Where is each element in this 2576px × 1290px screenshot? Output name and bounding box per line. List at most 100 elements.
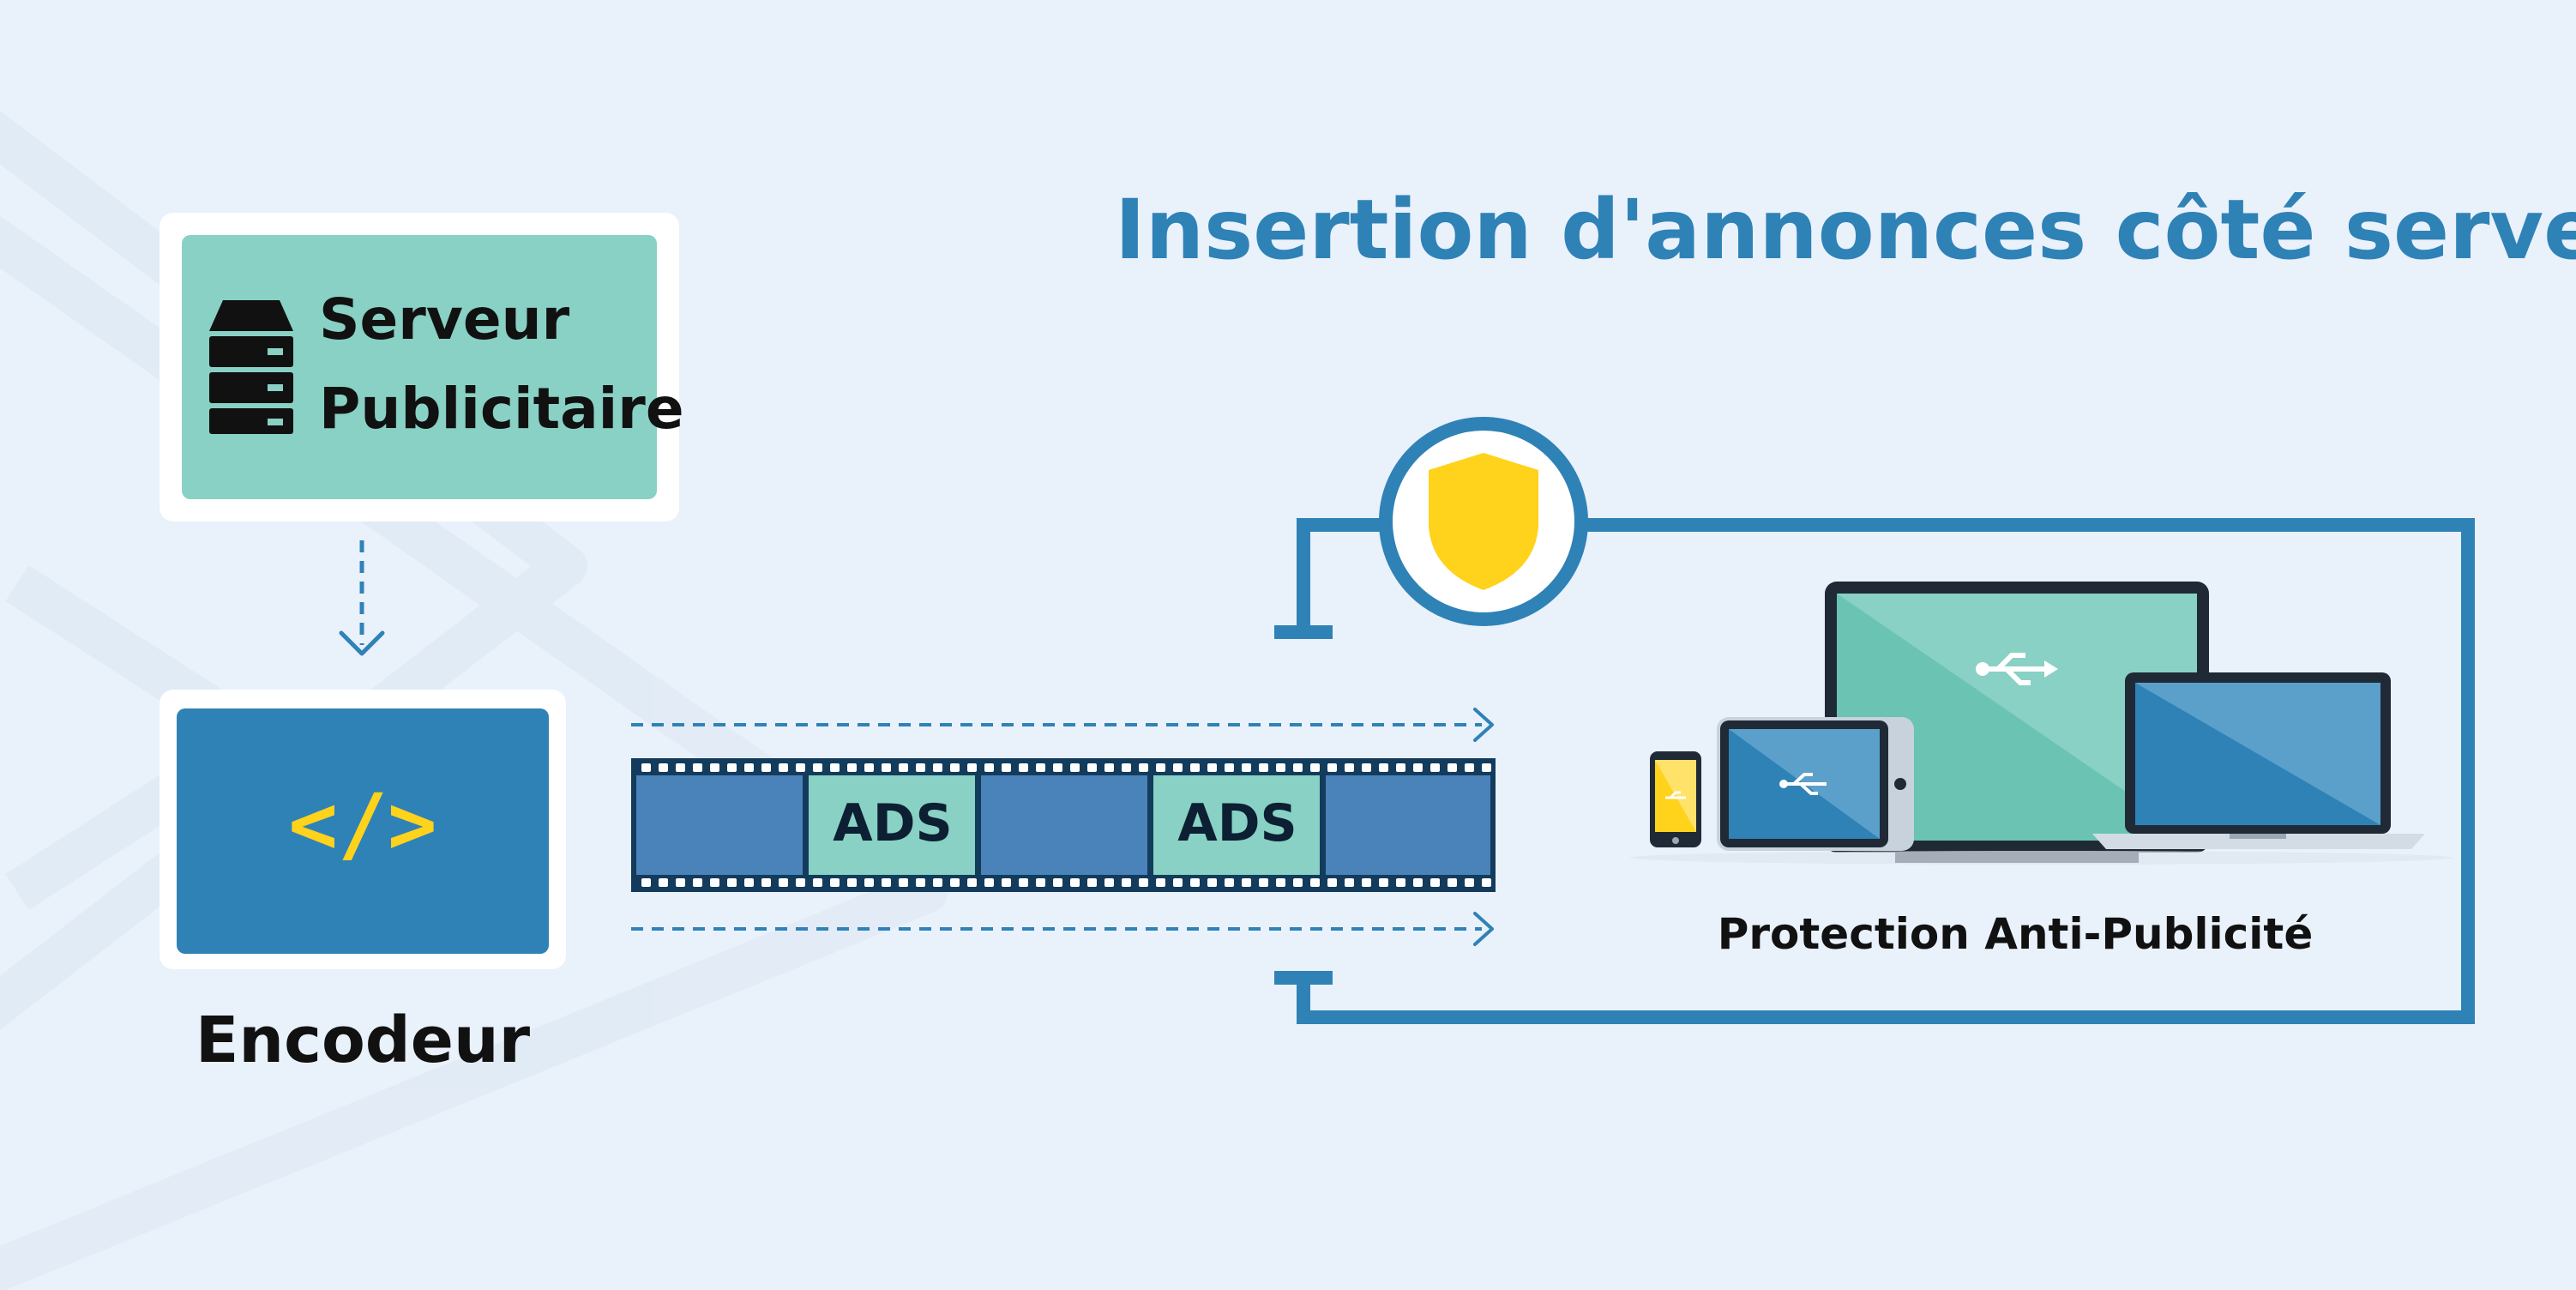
film-sprocket-hole (1293, 878, 1303, 887)
film-sprocket-hole (1276, 878, 1285, 887)
film-sprocket-hole (1413, 763, 1423, 772)
film-sprocket-hole (864, 763, 874, 772)
film-sprocket-hole (1362, 878, 1371, 887)
film-sprocket-hole (1345, 763, 1354, 772)
film-sprocket-hole (1036, 763, 1045, 772)
ad-server-to-encoder-arrow (339, 540, 385, 656)
film-sprocket-hole (984, 878, 994, 887)
film-sprocket-hole (727, 878, 737, 887)
film-sprocket-hole (847, 878, 857, 887)
film-sprocket-hole (1225, 878, 1234, 887)
stream-arrow-bottom (631, 912, 1494, 946)
film-sprocket-hole (967, 878, 977, 887)
film-sprocket-hole (1139, 763, 1148, 772)
laptop-icon (2092, 672, 2425, 849)
video-segment (1326, 775, 1490, 875)
film-sprocket-hole (916, 878, 925, 887)
film-sprocket-hole (1310, 878, 1320, 887)
film-sprocket-hole (1019, 878, 1028, 887)
film-sprocket-hole (710, 878, 719, 887)
film-sprocket-hole (1430, 878, 1440, 887)
film-sprocket-hole (1447, 878, 1457, 887)
ad-server-card (159, 213, 679, 521)
film-sprocket-hole (899, 878, 908, 887)
film-sprocket-hole (1190, 763, 1200, 772)
film-sprocket-hole (916, 763, 925, 772)
film-sprocket-hole (659, 878, 668, 887)
film-sprocket-hole (1396, 878, 1405, 887)
film-sprocket-hole (676, 763, 685, 772)
film-sprocket-hole (1070, 763, 1080, 772)
film-sprocket-hole (1173, 763, 1183, 772)
video-filmstrip (631, 758, 1496, 892)
film-sprocket-hole (1053, 763, 1062, 772)
server-rack-icon (209, 300, 293, 434)
film-sprocket-hole (1465, 763, 1474, 772)
film-sprocket-hole (1070, 878, 1080, 887)
ad-segment (1153, 775, 1320, 875)
encoder-card (159, 690, 566, 969)
film-sprocket-hole (1173, 878, 1183, 887)
film-sprocket-hole (744, 763, 754, 772)
film-sprocket-hole (1482, 763, 1491, 772)
film-sprocket-hole (1242, 878, 1251, 887)
film-sprocket-hole (693, 878, 702, 887)
film-sprocket-hole (1104, 763, 1114, 772)
film-sprocket-hole (1122, 878, 1131, 887)
film-sprocket-hole (1242, 763, 1251, 772)
ad-segment (809, 775, 975, 875)
film-sprocket-hole (693, 763, 702, 772)
page-title: Insertion d'annonces côté serveur (1115, 182, 2576, 278)
shield-icon (1429, 453, 1538, 590)
film-sprocket-hole (1207, 763, 1217, 772)
film-sprocket-hole (1396, 763, 1405, 772)
code-icon: </> (288, 776, 437, 872)
ad-segment-label: ADS (1177, 793, 1297, 853)
film-sprocket-hole (1139, 878, 1148, 887)
film-sprocket-hole (727, 763, 737, 772)
film-sprocket-hole (882, 763, 891, 772)
film-sprocket-hole (1276, 763, 1285, 772)
feedback-loop-line (1274, 518, 2475, 1024)
film-sprocket-hole (1413, 878, 1423, 887)
film-sprocket-hole (847, 763, 857, 772)
stream-arrow-top (631, 708, 1494, 742)
video-segment (981, 775, 1147, 875)
film-sprocket-hole (1259, 763, 1268, 772)
film-sprocket-hole (1293, 763, 1303, 772)
tablet-icon (1717, 717, 1914, 851)
film-sprocket-hole (1379, 878, 1388, 887)
film-sprocket-hole (1156, 763, 1165, 772)
monitor-icon (1825, 582, 2209, 863)
film-sprocket-hole (1482, 878, 1491, 887)
devices-illustration (1629, 582, 2453, 865)
shield-badge (1379, 417, 1588, 626)
film-sprocket-hole (1122, 763, 1131, 772)
film-sprocket-hole (1053, 878, 1062, 887)
film-sprocket-hole (641, 878, 651, 887)
film-sprocket-hole (864, 878, 874, 887)
film-sprocket-hole (1327, 763, 1337, 772)
film-sprocket-hole (899, 763, 908, 772)
film-sprocket-hole (659, 763, 668, 772)
film-sprocket-hole (1447, 763, 1457, 772)
film-sprocket-hole (710, 763, 719, 772)
video-segment (636, 775, 803, 875)
film-sprocket-hole (1379, 763, 1388, 772)
film-sprocket-hole (779, 878, 788, 887)
film-sprocket-hole (1002, 763, 1011, 772)
film-sprocket-hole (641, 763, 651, 772)
film-sprocket-hole (761, 878, 771, 887)
film-sprocket-hole (744, 878, 754, 887)
film-sprocket-hole (1430, 763, 1440, 772)
film-sprocket-hole (933, 878, 942, 887)
film-sprocket-hole (796, 878, 805, 887)
film-sprocket-hole (950, 878, 960, 887)
film-sprocket-hole (761, 763, 771, 772)
film-sprocket-hole (1190, 878, 1200, 887)
protection-label: Protection Anti-Publicité (1717, 909, 2314, 959)
film-sprocket-hole (1019, 763, 1028, 772)
film-sprocket-hole (1465, 878, 1474, 887)
